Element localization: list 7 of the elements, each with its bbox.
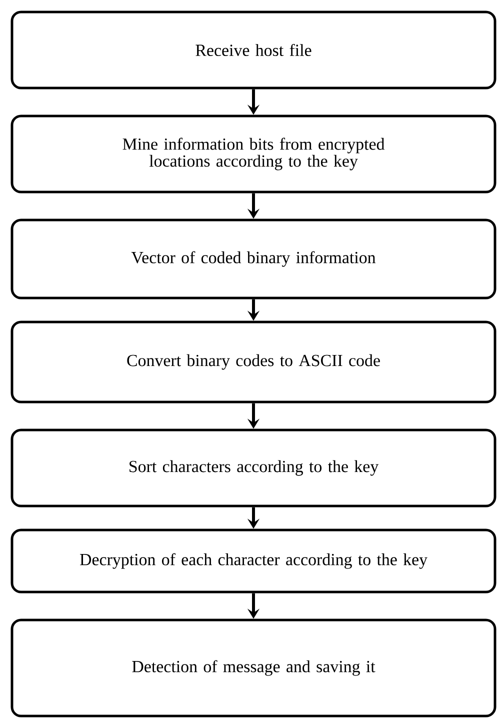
process-box: Receive host file [10,10,496,90]
process-box: Mine information bits from encrypted locations according to the key [10,114,496,194]
process-box: Detection of message and saving it [10,618,496,718]
process-box: Convert binary codes to ASCII code [10,320,496,404]
process-box: Vector of coded binary information [10,218,496,300]
process-box: Decryption of each character according to the key [10,528,496,594]
process-box: Sort characters according to the key [10,428,496,508]
